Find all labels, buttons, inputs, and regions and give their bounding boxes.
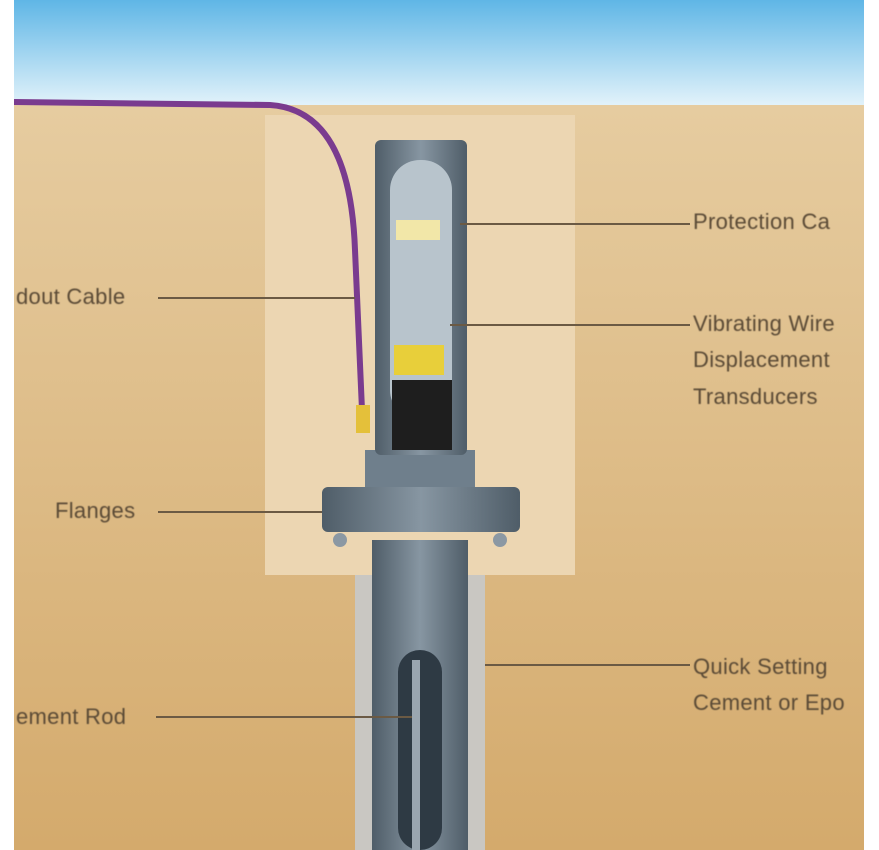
readout-cable	[13, 99, 365, 411]
label-flanges: Flanges	[55, 498, 136, 523]
transducer-tops	[396, 220, 440, 240]
flange-bolt	[333, 533, 347, 547]
label-vibrating-wire-2: Displacement	[693, 347, 830, 372]
label-protection-cap: Protection Ca	[693, 209, 831, 234]
label-vibrating-wire-1: Vibrating Wire	[693, 311, 835, 336]
cable-connector	[356, 405, 370, 433]
sky	[14, 0, 864, 110]
label-readout-cable: dout Cable	[16, 284, 126, 309]
label-quick-setting-1: Quick Setting	[693, 654, 828, 679]
label-rod: ement Rod	[16, 704, 127, 729]
flange-upper	[365, 450, 475, 490]
flange-bolt	[493, 533, 507, 547]
transducer-block	[392, 380, 452, 450]
leader-lines	[156, 223, 690, 718]
label-vibrating-wire-3: Transducers	[693, 384, 818, 409]
transducer-heads	[394, 345, 444, 375]
label-quick-setting-2: Cement or Epo	[693, 690, 845, 715]
rod	[412, 660, 420, 850]
flange	[322, 487, 520, 532]
